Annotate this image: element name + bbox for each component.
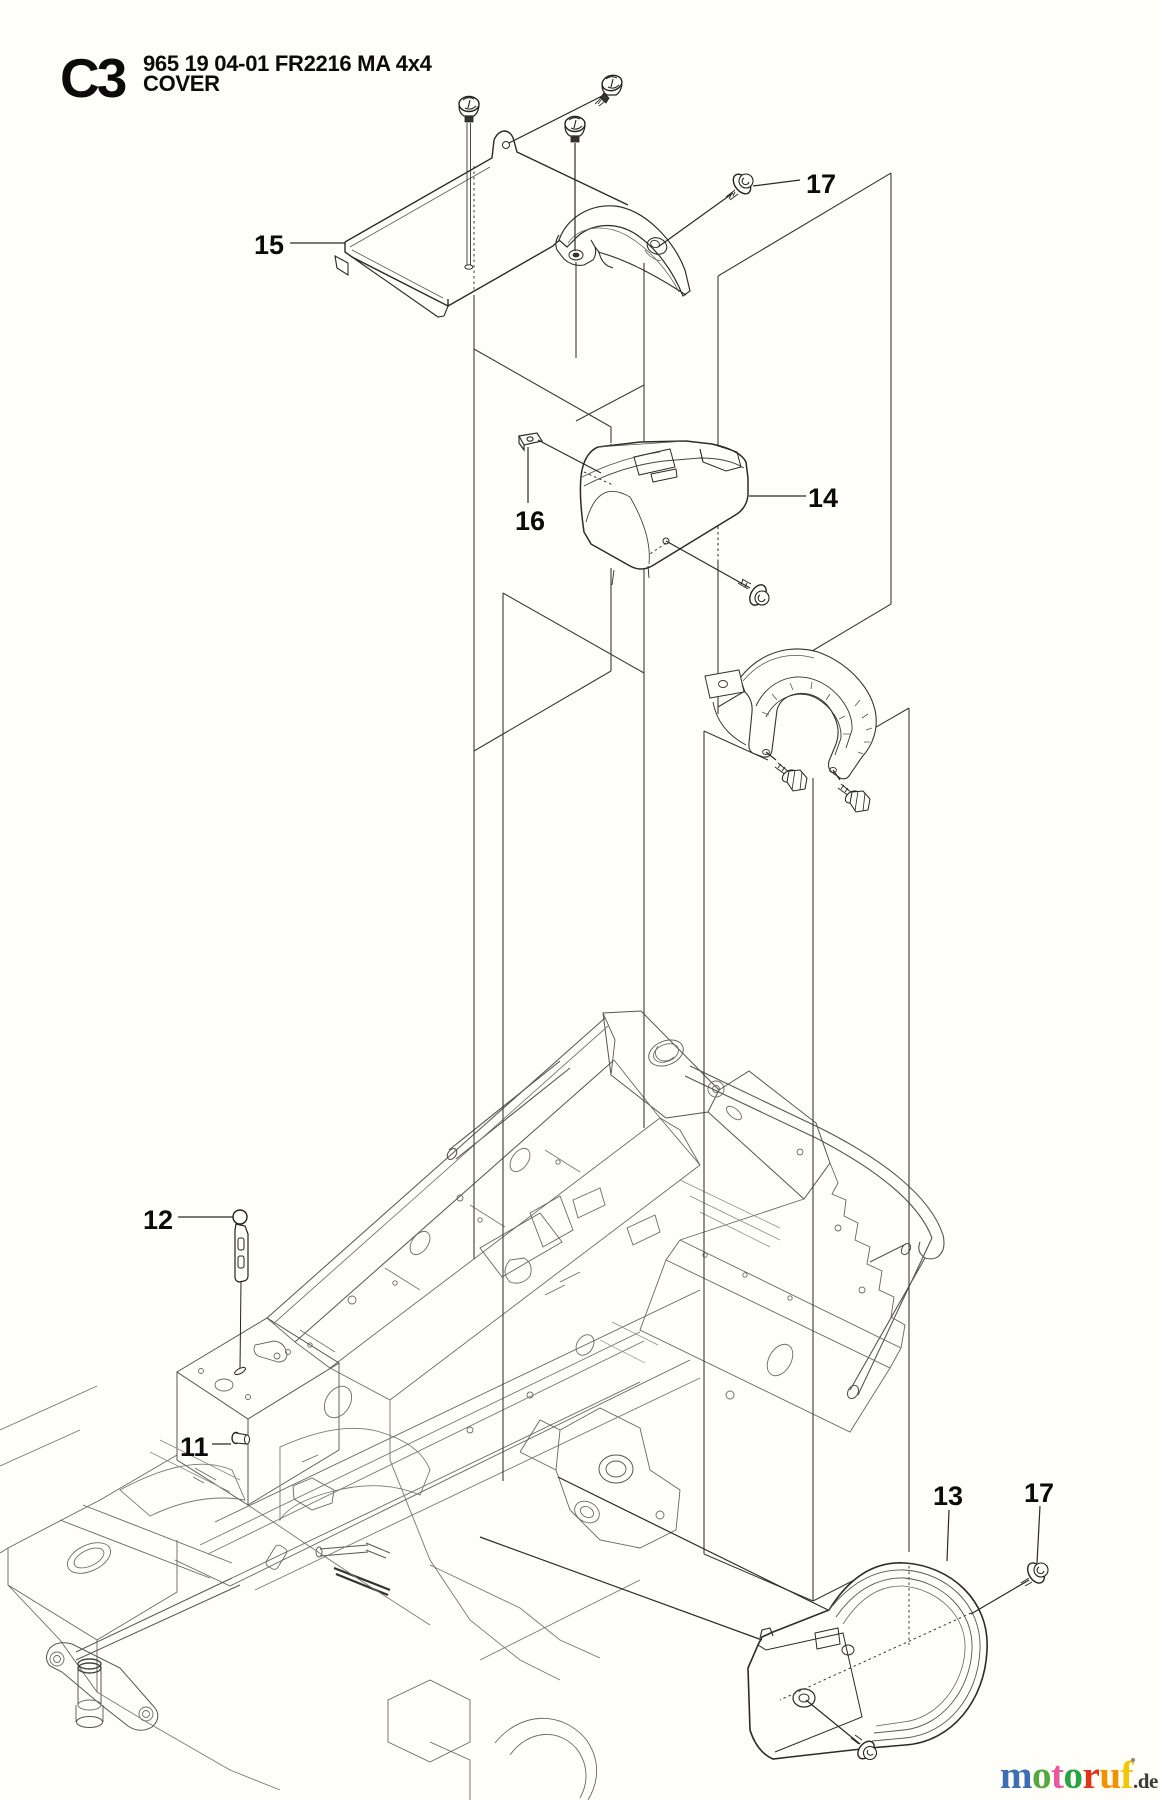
svg-text:16: 16	[515, 506, 545, 536]
svg-text:14: 14	[808, 483, 838, 513]
svg-text:11: 11	[180, 1432, 209, 1462]
svg-text:15: 15	[254, 230, 284, 260]
svg-text:12: 12	[143, 1205, 173, 1235]
svg-text:motoruf.de: motoruf.de	[1000, 1754, 1158, 1797]
svg-text:965 19 04-01 FR2216 MA 4x4: 965 19 04-01 FR2216 MA 4x4	[143, 51, 433, 76]
svg-text:17: 17	[806, 169, 836, 199]
svg-text:C3: C3	[60, 47, 126, 109]
svg-text:13: 13	[933, 1481, 963, 1511]
svg-text:17: 17	[1024, 1478, 1054, 1508]
svg-text:COVER: COVER	[143, 71, 220, 96]
